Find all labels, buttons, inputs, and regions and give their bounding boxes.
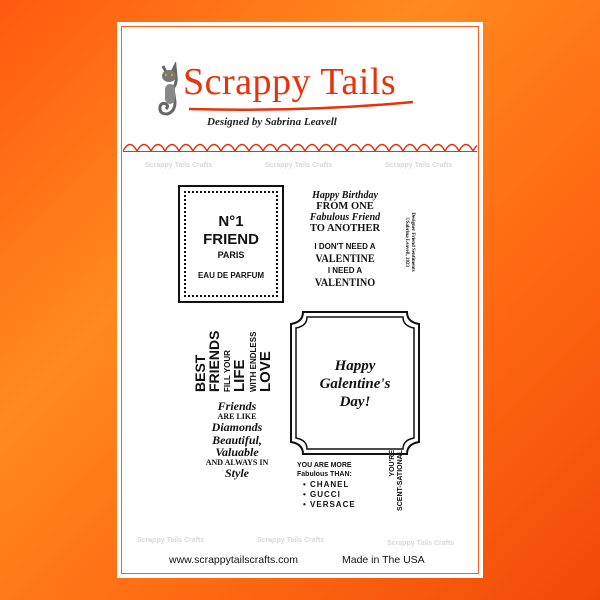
list-item: • GUCCI	[303, 489, 341, 499]
watermark-text: Scrappy Tails Crafts	[145, 162, 213, 169]
text: FROM ONE	[316, 201, 374, 212]
text: BEST	[192, 354, 208, 392]
text: Designer Friend Sentiments	[410, 212, 415, 272]
list-item: • CHANEL	[303, 479, 350, 489]
text: SCENT-SATIONAL	[397, 450, 404, 511]
text: YOU ARE MORE	[297, 462, 352, 469]
footer-url: www.scrappytailscrafts.com	[169, 554, 298, 566]
text: FRIENDS	[206, 330, 222, 392]
text: Fabulous Friend	[309, 212, 381, 223]
text: I DON'T NEED A	[314, 242, 376, 251]
dotted-border	[184, 191, 278, 297]
watermark-text: Scrappy Tails Crafts	[385, 162, 453, 169]
card-border	[121, 26, 479, 574]
watermark-text: Scrappy Tails Crafts	[265, 162, 333, 169]
text: LIFE	[231, 359, 248, 393]
text: Happy Birthday	[312, 190, 378, 201]
stamp-fabulous: YOU ARE MORE Fabulous THAN: • CHANEL • G…	[297, 462, 356, 510]
text: VALENTINO	[314, 275, 376, 289]
brand-logo-text: Scrappy Tails	[183, 61, 397, 103]
text: Friends	[217, 399, 257, 413]
logo-swoosh	[188, 100, 414, 111]
text: Day!	[339, 394, 371, 410]
text: Beautiful,	[212, 432, 262, 447]
list-item: • VERSACE	[303, 499, 356, 509]
stamp-package-card: Scrappy Tails Designed by Sabrina Leavel…	[117, 22, 483, 578]
text: YOU'RE	[389, 450, 396, 477]
stamp-galentine-frame	[290, 311, 420, 455]
text: AND ALWAYS IN	[205, 457, 269, 467]
text: Style	[225, 466, 249, 481]
stamp-best-friends: BEST FRIENDS FILL YOUR LIFE WITH ENDLESS…	[192, 312, 274, 393]
text: Valuable	[215, 445, 259, 460]
perfume-no1: N°1	[218, 213, 244, 230]
watermark-text: Scrappy Tails Crafts	[257, 537, 325, 544]
watermark-text: Scrappy Tails Crafts	[137, 537, 205, 544]
text: Diamonds	[211, 419, 263, 434]
copyright-vertical: Designer Friend Sentiments ©Sabrina Leav…	[403, 202, 415, 282]
stamp-scent-sational: YOU'RE SCENT-SATIONAL	[389, 450, 405, 530]
text: Fabulous THAN:	[297, 470, 352, 478]
designer-credit: Designed by Sabrina Leavell	[207, 116, 337, 128]
text: TO ANOTHER	[309, 223, 381, 234]
stamp-diamonds: Friends ARE LIKE Diamonds Beautiful, Val…	[187, 400, 287, 480]
text: I NEED A	[327, 266, 363, 275]
watermark-text: Scrappy Tails Crafts	[387, 540, 455, 547]
perfume-paris: PARIS	[217, 250, 245, 260]
galentine-text: Happy Galentine's Day!	[289, 357, 421, 411]
text: Galentine's	[319, 376, 391, 392]
text: Happy	[334, 358, 376, 374]
perfume-eau: EAU DE PARFUM	[197, 271, 265, 280]
text: LOVE	[257, 351, 274, 392]
footer-made-in: Made in The USA	[342, 554, 425, 566]
text: VALENTINE	[315, 251, 375, 265]
text: ARE LIKE	[217, 411, 257, 421]
stamp-birthday-valentino: Happy Birthday FROM ONE Fabulous Friend …	[295, 190, 395, 290]
perfume-friend: FRIEND	[203, 231, 259, 248]
scallop-border	[123, 143, 477, 152]
cat-logo-icon	[158, 62, 178, 116]
stamp-perfume-frame: N°1 FRIEND PARIS EAU DE PARFUM	[178, 185, 284, 303]
